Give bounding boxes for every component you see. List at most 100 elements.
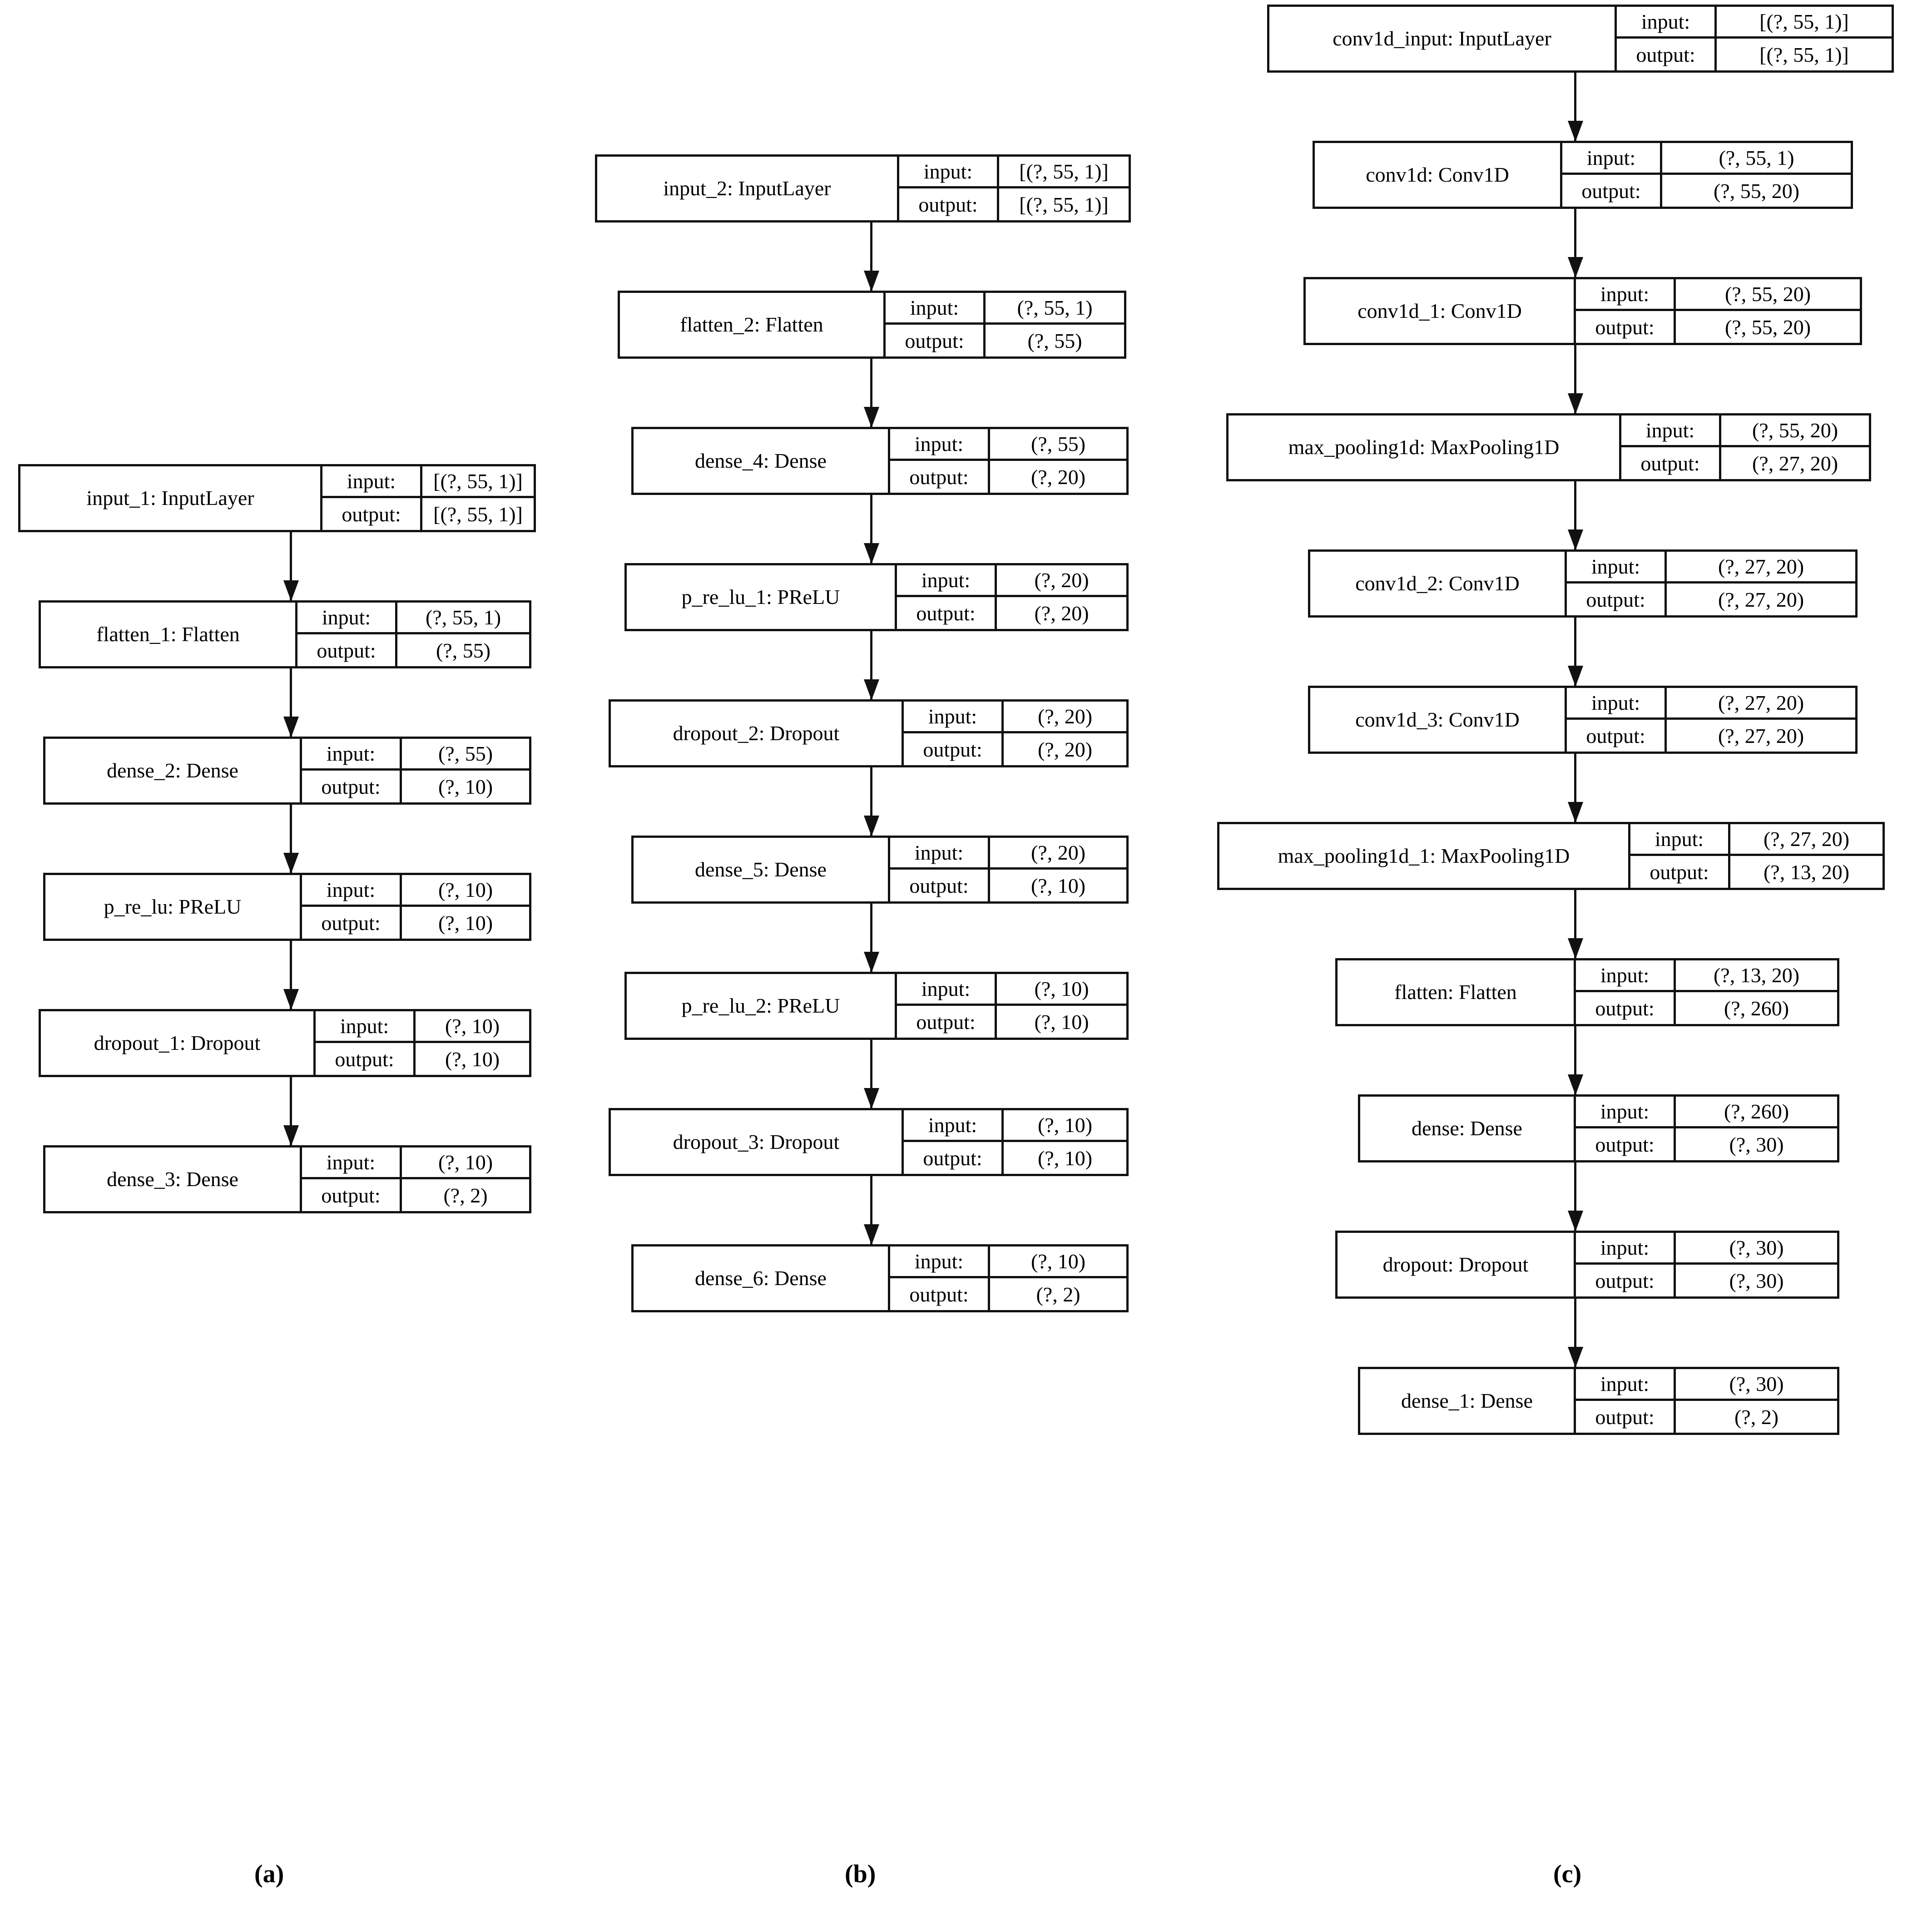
input-shape-value: (?, 20) (995, 565, 1126, 595)
layer-io-table: input: (?, 27, 20) output:(?, 27, 20) (1565, 552, 1855, 615)
layer-output-row: output:(?, 55, 20) (1562, 175, 1851, 207)
input-shape-value: (?, 55) (400, 739, 529, 768)
output-shape-value: (?, 2) (988, 1278, 1126, 1310)
layer-name: max_pooling1d_1: MaxPooling1D (1278, 844, 1570, 867)
output-shape-value: (?, 10) (988, 870, 1126, 901)
layer-input-row: input:(?, 260) (1576, 1097, 1837, 1128)
input-shape-value: (?, 10) (400, 875, 529, 905)
output-label: output: (1595, 315, 1655, 339)
layer-input-row: input:[(?, 55, 1)] (899, 157, 1129, 188)
layer-output-row: output: (?, 2) (890, 1278, 1126, 1310)
layer-output-row: output:(?, 30) (1576, 1128, 1837, 1160)
output-label: output: (335, 1047, 394, 1071)
layer-input-row: input:(?, 10) (302, 1148, 529, 1179)
connector-arrow (870, 223, 872, 291)
output-shape-value: [(?, 55, 1)] (1714, 39, 1892, 70)
connector-arrow (1574, 890, 1576, 958)
layer-input-row: input: (?, 27, 20) (1567, 552, 1855, 584)
connector-arrow (1574, 481, 1576, 549)
layer-input-row: input:(?, 20) (890, 838, 1126, 870)
output-shape-value: (?, 20) (995, 597, 1126, 629)
layer-output-row: output:(?, 10) (302, 907, 529, 939)
layer-input-row: input:(?, 13, 20) (1576, 960, 1837, 992)
output-label: output: (909, 1282, 969, 1306)
connector-arrow (1574, 345, 1576, 413)
layer-name: dropout_3: Dropout (673, 1130, 840, 1153)
input-shape-value: (?, 30) (1674, 1233, 1837, 1262)
input-label: input: (326, 878, 376, 901)
input-label: input: (921, 977, 971, 1000)
input-shape-value: (?, 55, 1) (1660, 143, 1851, 173)
output-label: output: (317, 638, 376, 662)
input-shape-value: (?, 55, 20) (1674, 279, 1860, 309)
layer-io-table: input:(?, 20)output:(?, 10) (888, 838, 1126, 901)
input-shape-value: (?, 10) (995, 974, 1126, 1004)
layer-io-table: input:(?, 55, 1)output:(?, 55) (295, 603, 529, 666)
connector-arrow (1574, 73, 1576, 141)
input-shape-value: (?, 27, 20) (1664, 552, 1855, 581)
input-shape-value: (?, 55, 1) (395, 603, 529, 632)
input-shape-value: (?, 30) (1674, 1369, 1837, 1399)
layer-io-table: input:[(?, 55, 1)]output:[(?, 55, 1)] (1615, 7, 1892, 70)
connector-arrow (290, 805, 292, 873)
input-label: input: (1600, 1372, 1650, 1395)
layer-name: flatten: Flatten (1394, 980, 1517, 1004)
output-label: output: (916, 601, 976, 625)
layer-io-table: input:[(?, 55, 1)]output:[(?, 55, 1)] (320, 466, 534, 530)
output-shape-value: (?, 10) (1001, 1142, 1126, 1174)
output-shape-value: (?, 260) (1674, 992, 1837, 1024)
output-shape-value: (?, 30) (1674, 1265, 1837, 1296)
layer-input-row: input: (?, 55, 20) (1576, 279, 1860, 311)
layer-output-row: output:[(?, 55, 1)] (1617, 39, 1892, 70)
input-shape-value: (?, 20) (1001, 702, 1126, 731)
layer-input-row: input:(?, 55, 1) (886, 293, 1124, 325)
input-label: input: (1591, 555, 1640, 578)
output-label: output: (923, 1146, 982, 1170)
layer-io-table: input:(?, 30)output:(?, 30) (1574, 1233, 1837, 1296)
output-shape-value: [(?, 55, 1)] (997, 188, 1129, 220)
input-shape-value: (?, 10) (413, 1011, 529, 1041)
connector-arrow (870, 1040, 872, 1108)
output-label: output: (1650, 860, 1709, 884)
output-label: output: (1640, 451, 1700, 475)
layer-output-row: output:(?, 13, 20) (1630, 856, 1882, 888)
input-label: input: (1600, 282, 1650, 306)
layer-input-row: input:(?, 10) (890, 1246, 1126, 1278)
layer-name: input_2: InputLayer (663, 176, 831, 200)
output-shape-value: (?, 27, 20) (1719, 447, 1869, 479)
connector-arrow (290, 532, 292, 600)
output-label: output: (321, 911, 381, 935)
layer-io-table: input: (?, 10)output:(?, 10) (300, 875, 529, 939)
layer-output-row: output:(?, 27, 20) (1567, 584, 1855, 615)
output-shape-value: (?, 55, 20) (1674, 311, 1860, 343)
layer-name: max_pooling1d: MaxPooling1D (1288, 435, 1560, 459)
layer-name: flatten_2: Flatten (680, 312, 823, 336)
layer-name: conv1d_1: Conv1D (1357, 299, 1522, 322)
layer-io-table: input:(?, 20)output:(?, 20) (902, 702, 1126, 765)
layer-node: flatten_2: Flatten input:(?, 55, 1)output… (618, 291, 1126, 359)
layer-output-row: output:(?, 20) (904, 733, 1126, 765)
layer-input-row: input:(?, 20) (904, 702, 1126, 733)
layer-output-row: output: (?, 27, 20) (1621, 447, 1869, 479)
input-label: input: (1591, 691, 1640, 714)
input-label: input: (1600, 1236, 1650, 1259)
input-shape-value: [(?, 55, 1)] (1714, 7, 1892, 36)
output-shape-value: [(?, 55, 1)] (420, 498, 534, 530)
layer-input-row: input:(?, 10) (904, 1110, 1126, 1142)
input-shape-value: (?, 27, 20) (1664, 688, 1855, 717)
connector-arrow (1574, 618, 1576, 686)
layer-name: flatten_1: Flatten (96, 622, 240, 646)
layer-input-row: input:(?, 55, 20) (1621, 415, 1869, 447)
layer-input-row: input:(?, 55, 1) (1562, 143, 1851, 175)
layer-io-table: input:(?, 55, 1)output:(?, 55) (883, 293, 1124, 356)
output-label: output: (321, 775, 381, 798)
